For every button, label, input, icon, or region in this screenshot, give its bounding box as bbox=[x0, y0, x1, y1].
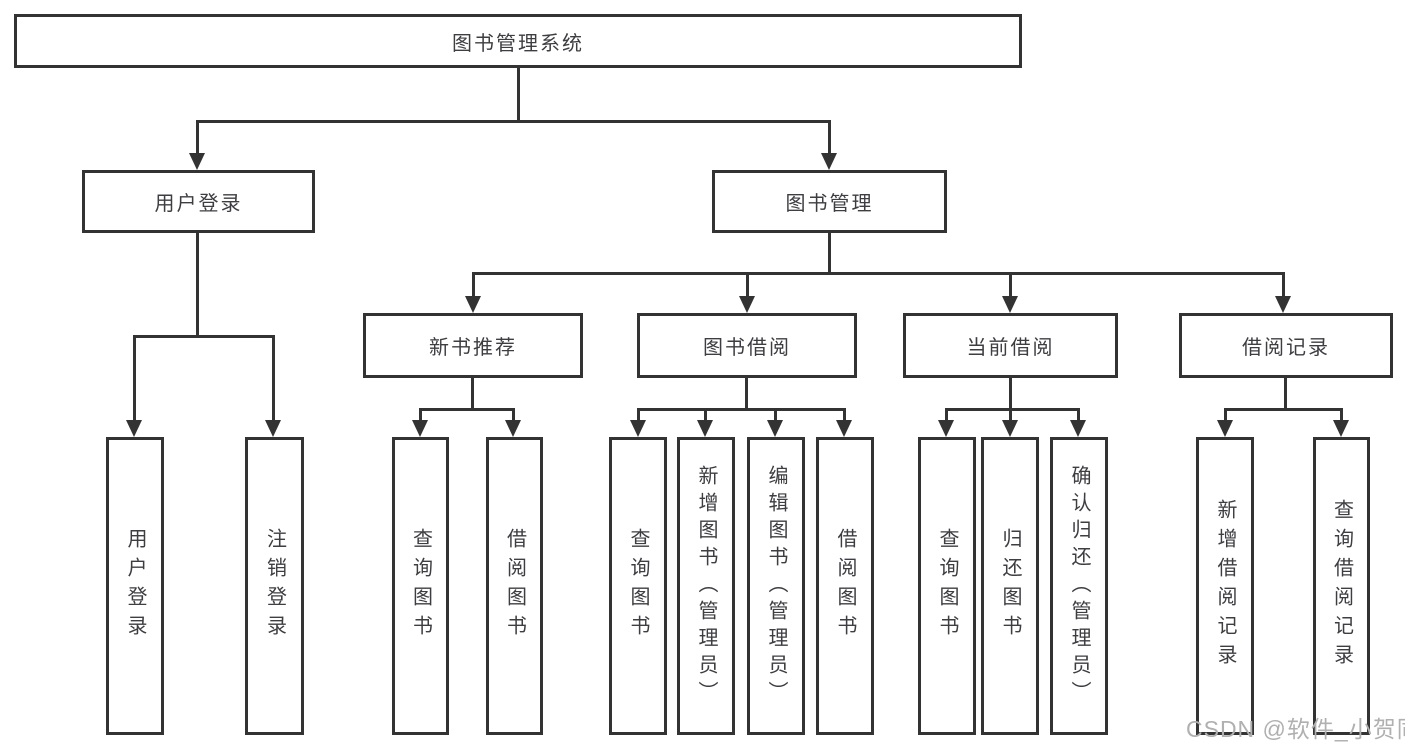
connector-stem-add-book bbox=[704, 408, 707, 422]
node-login-group-label: 用户登录 bbox=[154, 193, 243, 215]
arrowhead-query-record bbox=[1333, 420, 1349, 437]
connector-records-splitter bbox=[1224, 408, 1343, 411]
connector-login-stem bbox=[196, 233, 199, 335]
node-query-book-rec-label: 查询图书 bbox=[409, 528, 432, 644]
connector-stem-confirm-return bbox=[1077, 408, 1080, 422]
connector-root-splitter bbox=[196, 120, 830, 123]
connector-rec-stem bbox=[471, 378, 474, 408]
csdn-watermark: CSDN @软件_小贺同学 bbox=[1186, 716, 1405, 742]
arrowhead-user-login bbox=[126, 420, 142, 437]
node-query-borrow-record: 查询借阅记录 bbox=[1313, 437, 1370, 735]
node-query-borrow-record-label: 查询借阅记录 bbox=[1330, 499, 1353, 673]
node-confirm-return-admin: 确认归还（管理员） bbox=[1050, 437, 1108, 735]
node-logout: 注销登录 bbox=[245, 437, 304, 735]
node-borrow-book-main-label: 借阅图书 bbox=[834, 528, 856, 644]
arrowhead-confirm-return bbox=[1070, 420, 1086, 437]
connector-stem-borrow-records bbox=[1282, 272, 1285, 299]
connector-borrow-splitter bbox=[637, 408, 846, 411]
arrowhead-borrow-book-main bbox=[836, 420, 852, 437]
node-new-book-rec-label: 新书推荐 bbox=[429, 337, 517, 359]
node-book-mgmt-label: 图书管理 bbox=[785, 193, 874, 215]
node-user-login: 用户登录 bbox=[106, 437, 164, 735]
connector-records-stem bbox=[1284, 378, 1287, 408]
node-query-book-rec: 查询图书 bbox=[392, 437, 449, 735]
connector-stem-query-book-borrow bbox=[637, 408, 640, 422]
connector-root-stem bbox=[517, 68, 520, 120]
node-query-book-borrow-label: 查询图书 bbox=[627, 528, 649, 644]
arrowhead-book-mgmt bbox=[821, 153, 837, 170]
connector-stem-query-book-current bbox=[945, 408, 948, 422]
node-logout-label: 注销登录 bbox=[263, 528, 286, 644]
node-book-borrow: 图书借阅 bbox=[637, 313, 857, 378]
node-add-book-admin: 新增图书（管理员） bbox=[677, 437, 735, 735]
node-borrow-book-rec: 借阅图书 bbox=[486, 437, 543, 735]
connector-stem-borrow-book-rec bbox=[512, 408, 515, 422]
node-borrow-records: 借阅记录 bbox=[1179, 313, 1393, 378]
connector-stem-book-mgmt bbox=[828, 120, 831, 155]
node-edit-book-admin-label: 编辑图书（管理员） bbox=[765, 464, 787, 708]
node-borrow-records-label: 借阅记录 bbox=[1242, 337, 1330, 359]
connector-stem-query-record bbox=[1340, 408, 1343, 422]
connector-borrow-stem bbox=[745, 378, 748, 408]
connector-stem-login-group bbox=[196, 120, 199, 155]
node-add-book-admin-label: 新增图书（管理员） bbox=[695, 464, 717, 708]
arrowhead-query-book-rec bbox=[412, 420, 428, 437]
connector-login-splitter bbox=[133, 335, 275, 338]
node-query-book-current: 查询图书 bbox=[918, 437, 976, 735]
arrowhead-book-borrow bbox=[739, 296, 755, 313]
node-login-group: 用户登录 bbox=[82, 170, 315, 233]
arrowhead-new-book-rec bbox=[465, 296, 481, 313]
connector-stem-new-book-rec bbox=[472, 272, 475, 299]
arrowhead-add-book bbox=[697, 420, 713, 437]
connector-current-stem bbox=[1009, 378, 1012, 408]
arrowhead-return-book bbox=[1002, 420, 1018, 437]
node-return-book: 归还图书 bbox=[981, 437, 1039, 735]
arrowhead-logout bbox=[265, 420, 281, 437]
connector-stem-user-login bbox=[133, 335, 136, 422]
node-return-book-label: 归还图书 bbox=[999, 528, 1021, 644]
node-current-borrow-label: 当前借阅 bbox=[966, 337, 1055, 359]
node-book-mgmt: 图书管理 bbox=[712, 170, 947, 233]
connector-stem-query-book-rec bbox=[419, 408, 422, 422]
node-add-borrow-record-label: 新增借阅记录 bbox=[1214, 499, 1236, 673]
connector-stem-edit-book bbox=[774, 408, 777, 422]
node-user-login-label: 用户登录 bbox=[124, 528, 146, 644]
node-borrow-book-main: 借阅图书 bbox=[816, 437, 874, 735]
node-root-label: 图书管理系统 bbox=[452, 32, 584, 55]
connector-stem-borrow-book-main bbox=[843, 408, 846, 422]
node-edit-book-admin: 编辑图书（管理员） bbox=[747, 437, 805, 735]
node-book-borrow-label: 图书借阅 bbox=[703, 337, 791, 359]
node-borrow-book-rec-label: 借阅图书 bbox=[503, 528, 526, 644]
arrowhead-add-record bbox=[1217, 420, 1233, 437]
connector-current-splitter bbox=[945, 408, 1080, 411]
arrowhead-login-group bbox=[189, 153, 205, 170]
connector-book-mgmt-splitter bbox=[472, 272, 1285, 275]
connector-rec-splitter bbox=[419, 408, 515, 411]
connector-stem-return-book bbox=[1009, 408, 1012, 422]
connector-stem-current-borrow bbox=[1009, 272, 1012, 299]
arrowhead-query-book-current bbox=[938, 420, 954, 437]
arrowhead-edit-book bbox=[767, 420, 783, 437]
arrowhead-current-borrow bbox=[1002, 296, 1018, 313]
node-query-book-borrow: 查询图书 bbox=[609, 437, 667, 735]
arrowhead-borrow-book-rec bbox=[505, 420, 521, 437]
connector-stem-logout bbox=[272, 335, 275, 422]
node-new-book-rec: 新书推荐 bbox=[363, 313, 583, 378]
connector-stem-add-record bbox=[1224, 408, 1227, 422]
arrowhead-query-book-borrow bbox=[630, 420, 646, 437]
node-confirm-return-admin-label: 确认归还（管理员） bbox=[1068, 464, 1090, 708]
arrowhead-borrow-records bbox=[1275, 296, 1291, 313]
node-query-book-current-label: 查询图书 bbox=[936, 528, 958, 644]
node-current-borrow: 当前借阅 bbox=[903, 313, 1118, 378]
connector-stem-book-borrow bbox=[746, 272, 749, 299]
node-root: 图书管理系统 bbox=[14, 14, 1022, 68]
connector-book-mgmt-stem bbox=[828, 233, 831, 272]
node-add-borrow-record: 新增借阅记录 bbox=[1196, 437, 1254, 735]
